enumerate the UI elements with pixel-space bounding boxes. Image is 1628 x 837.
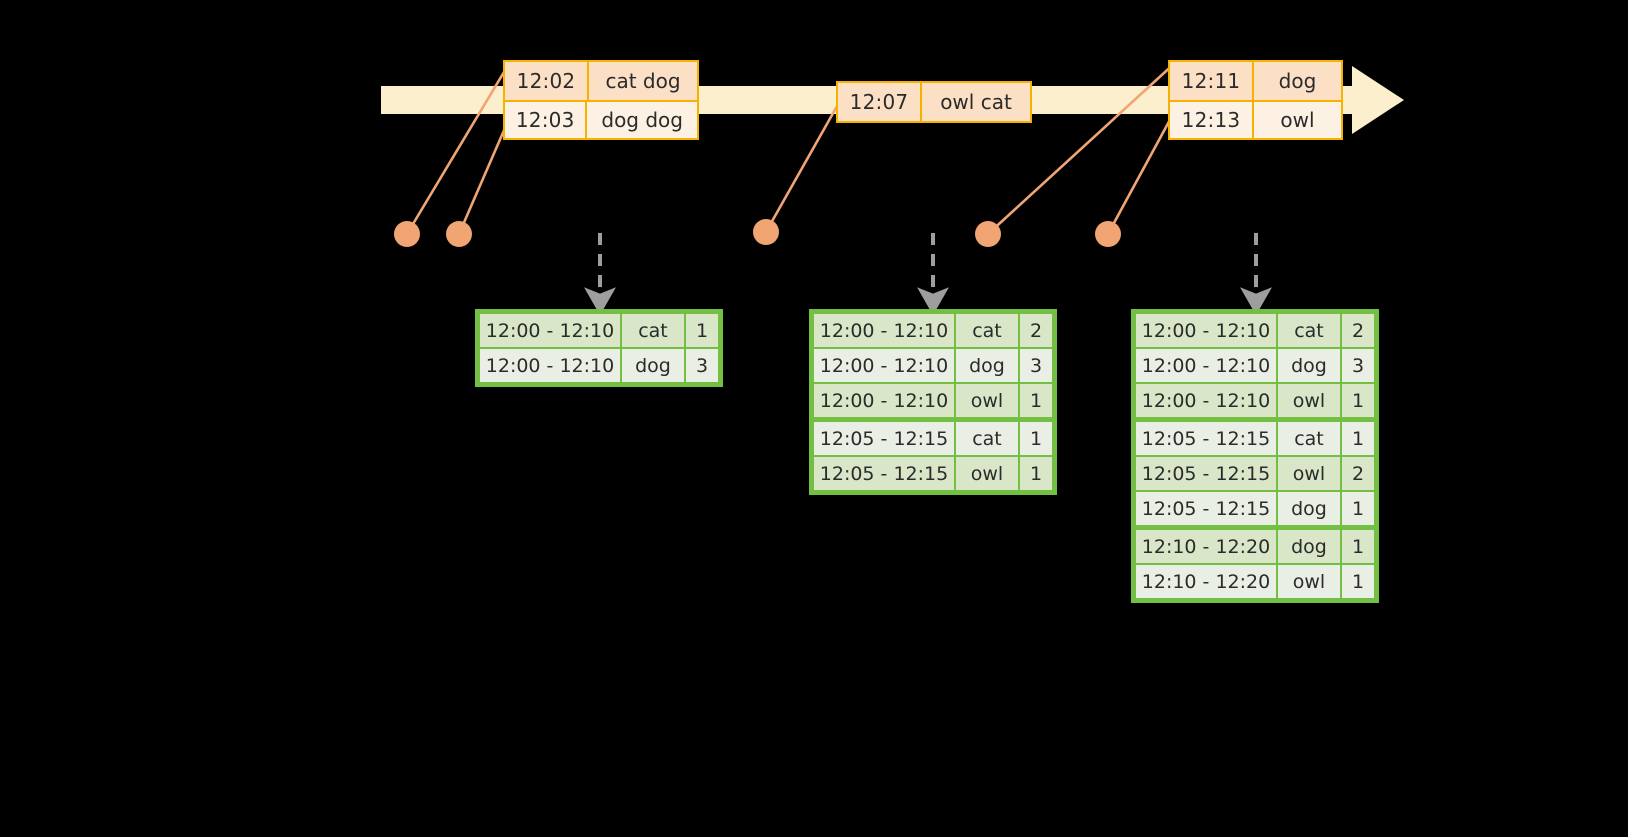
count-cell: 1 (1020, 457, 1052, 490)
event-row: 12:07 owl cat (838, 83, 1030, 121)
count-cell: 1 (1342, 530, 1374, 563)
count-cell: 1 (1342, 422, 1374, 455)
trigger-dot-4 (975, 221, 1001, 247)
result-table-2: 12:00 - 12:10 cat 2 12:00 - 12:10 dog 3 … (809, 309, 1057, 495)
key-cell: cat (622, 314, 684, 347)
count-cell: 1 (1342, 492, 1374, 525)
event-time: 12:07 (838, 83, 922, 121)
event-group-3: 12:11 dog 12:13 owl (1168, 60, 1343, 140)
count-cell: 2 (1020, 314, 1052, 347)
count-cell: 3 (686, 349, 718, 382)
table-row: 12:05 - 12:15 cat 1 (1136, 422, 1374, 455)
key-cell: owl (1278, 565, 1340, 598)
event-text: dog (1278, 69, 1317, 93)
count-cell: 1 (1020, 422, 1052, 455)
event-time: 12:11 (1170, 62, 1254, 100)
connector-line-1 (405, 61, 512, 235)
event-row: 12:11 dog (1170, 62, 1341, 100)
window-cell: 12:10 - 12:20 (1136, 565, 1276, 598)
event-text: cat dog (605, 69, 681, 93)
window-cell: 12:00 - 12:10 (480, 349, 620, 382)
table-row: 12:05 - 12:15 owl 2 (1136, 457, 1374, 490)
window-cell: 12:05 - 12:15 (1136, 492, 1276, 525)
window-cell: 12:05 - 12:15 (1136, 457, 1276, 490)
count-cell: 3 (1342, 349, 1374, 382)
trigger-dot-5 (1095, 221, 1121, 247)
table-row: 12:00 - 12:10 cat 1 (480, 314, 718, 347)
event-text: owl cat (940, 90, 1012, 114)
event-time: 12:13 (1170, 102, 1254, 138)
table-row: 12:00 - 12:10 dog 3 (814, 349, 1052, 382)
table-row: 12:10 - 12:20 owl 1 (1136, 565, 1374, 598)
table-row: 12:05 - 12:15 dog 1 (1136, 492, 1374, 525)
window-cell: 12:10 - 12:20 (1136, 530, 1276, 563)
event-row: 12:02 cat dog (505, 62, 697, 100)
key-cell: owl (956, 384, 1018, 417)
window-cell: 12:00 - 12:10 (814, 314, 954, 347)
count-cell: 2 (1342, 457, 1374, 490)
count-cell: 1 (1342, 384, 1374, 417)
key-cell: cat (956, 314, 1018, 347)
table-row: 12:05 - 12:15 cat 1 (814, 422, 1052, 455)
window-cell: 12:05 - 12:15 (814, 422, 954, 455)
event-time: 12:03 (505, 102, 588, 138)
key-cell: cat (1278, 422, 1340, 455)
result-table-3: 12:00 - 12:10 cat 2 12:00 - 12:10 dog 3 … (1131, 309, 1379, 603)
key-cell: dog (1278, 530, 1340, 563)
connector-line-3 (764, 91, 847, 233)
table-row: 12:00 - 12:10 dog 3 (1136, 349, 1374, 382)
key-cell: cat (1278, 314, 1340, 347)
event-row: 12:03 dog dog (505, 100, 697, 138)
table-row: 12:00 - 12:10 cat 2 (1136, 314, 1374, 347)
trigger-dot-2 (446, 221, 472, 247)
window-cell: 12:05 - 12:15 (814, 457, 954, 490)
event-text: owl (1280, 108, 1315, 132)
event-time: 12:02 (505, 62, 589, 100)
trigger-dot-1 (394, 221, 420, 247)
window-cell: 12:00 - 12:10 (814, 349, 954, 382)
trigger-dot-3 (753, 219, 779, 245)
count-cell: 3 (1020, 349, 1052, 382)
event-group-1: 12:02 cat dog 12:03 dog dog (503, 60, 699, 140)
table-row: 12:05 - 12:15 owl 1 (814, 457, 1052, 490)
table-row: 12:00 - 12:10 owl 1 (814, 384, 1052, 417)
window-cell: 12:05 - 12:15 (1136, 422, 1276, 455)
event-group-2: 12:07 owl cat (836, 81, 1032, 123)
table-row: 12:00 - 12:10 dog 3 (480, 349, 718, 382)
key-cell: dog (1278, 349, 1340, 382)
table-row: 12:00 - 12:10 cat 2 (814, 314, 1052, 347)
result-table-1: 12:00 - 12:10 cat 1 12:00 - 12:10 dog 3 (475, 309, 723, 387)
emit-arrows (584, 233, 1272, 316)
event-text: dog dog (601, 108, 683, 132)
count-cell: 1 (686, 314, 718, 347)
count-cell: 1 (1342, 565, 1374, 598)
event-row: 12:13 owl (1170, 100, 1341, 138)
window-cell: 12:00 - 12:10 (1136, 314, 1276, 347)
key-cell: dog (956, 349, 1018, 382)
key-cell: cat (956, 422, 1018, 455)
window-cell: 12:00 - 12:10 (814, 384, 954, 417)
key-cell: owl (1278, 457, 1340, 490)
key-cell: dog (622, 349, 684, 382)
count-cell: 1 (1020, 384, 1052, 417)
table-row: 12:10 - 12:20 dog 1 (1136, 530, 1374, 563)
window-cell: 12:00 - 12:10 (1136, 384, 1276, 417)
count-cell: 2 (1342, 314, 1374, 347)
key-cell: dog (1278, 492, 1340, 525)
window-cell: 12:00 - 12:10 (480, 314, 620, 347)
window-cell: 12:00 - 12:10 (1136, 349, 1276, 382)
key-cell: owl (1278, 384, 1340, 417)
table-row: 12:00 - 12:10 owl 1 (1136, 384, 1374, 417)
trigger-dots (394, 219, 1121, 247)
key-cell: owl (956, 457, 1018, 490)
